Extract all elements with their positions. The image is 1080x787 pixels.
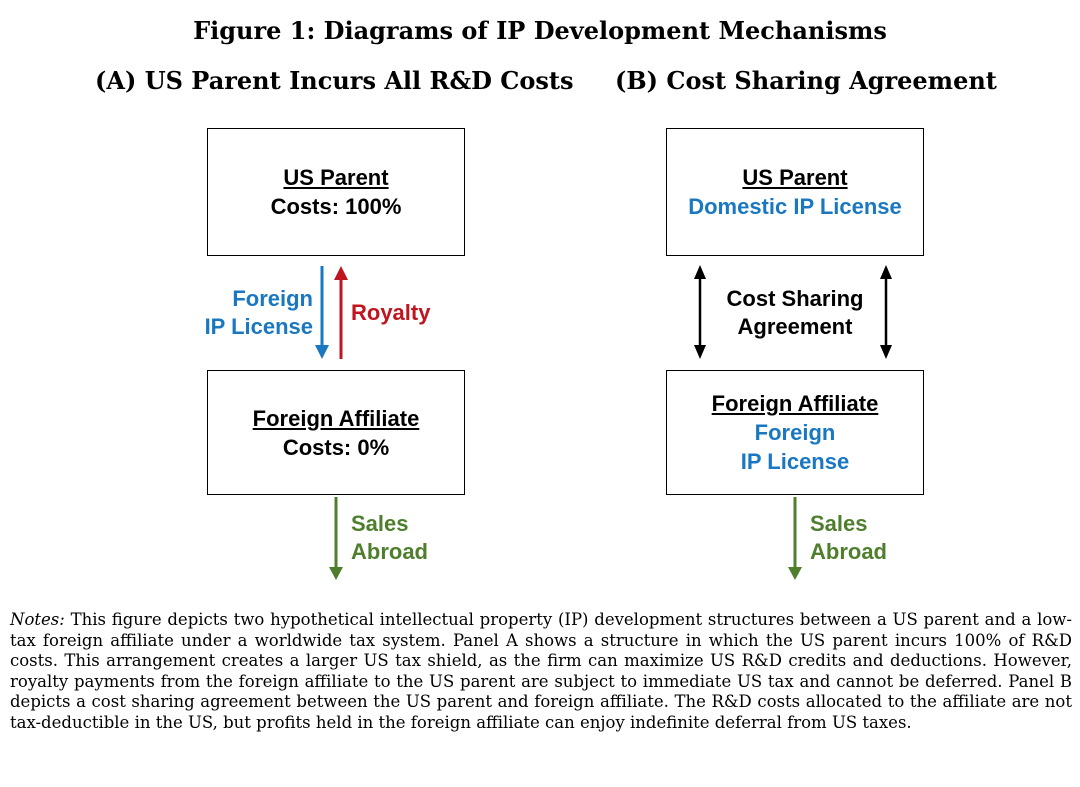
label-line: Foreign <box>232 286 313 311</box>
panel-a-foreign-affiliate-box: Foreign Affiliate Costs: 0% <box>207 370 465 495</box>
panel-b-title: (B) Cost Sharing Agreement <box>615 66 997 95</box>
foreign-ip-license-arrow-label: Foreign IP License <box>150 285 313 341</box>
label-line: Sales <box>351 511 409 536</box>
label-line: Abroad <box>810 539 887 564</box>
panel-b-us-parent-box: US Parent Domestic IP License <box>666 128 924 256</box>
label-line: Abroad <box>351 539 428 564</box>
figure-notes: Notes: This figure depicts two hypotheti… <box>10 610 1072 733</box>
notes-lead: Notes: <box>10 610 65 629</box>
panel-a-sales-label: Sales Abroad <box>351 510 428 566</box>
foreign-ip-license-arrow <box>315 266 329 359</box>
label-line: Agreement <box>737 314 853 339</box>
panel-b-foreign-affiliate-box: Foreign Affiliate Foreign IP License <box>666 370 924 495</box>
us-parent-label: US Parent <box>742 165 848 190</box>
label-line: Sales <box>810 511 868 536</box>
foreign-affiliate-label: Foreign Affiliate <box>711 391 879 416</box>
royalty-arrow-label: Royalty <box>351 300 431 325</box>
figure-title: Figure 1: Diagrams of IP Development Mec… <box>193 16 887 45</box>
cost-sharing-left-arrow <box>694 265 706 359</box>
foreign-ip-license-line-1: Foreign <box>754 420 836 445</box>
domestic-ip-license-label: Domestic IP License <box>688 194 902 219</box>
royalty-arrow <box>334 266 348 359</box>
foreign-ip-license-line-2: IP License <box>740 449 850 474</box>
costs-label: Costs: 0% <box>282 434 390 460</box>
foreign-affiliate-label: Foreign Affiliate <box>252 405 420 431</box>
panel-b-sales-arrow <box>788 497 802 580</box>
cost-sharing-agreement-label: Cost Sharing Agreement <box>707 285 883 341</box>
panel-a-sales-arrow <box>329 497 343 580</box>
panel-a-us-parent-box: US Parent Costs: 100% <box>207 128 465 256</box>
cost-sharing-right-arrow <box>880 265 892 359</box>
panel-a-title: (A) US Parent Incurs All R&D Costs <box>95 66 574 95</box>
notes-text: This figure depicts two hypothetical int… <box>10 610 1072 732</box>
costs-label: Costs: 100% <box>270 194 402 219</box>
label-line: Cost Sharing <box>726 286 864 311</box>
us-parent-label: US Parent <box>283 165 389 190</box>
label-line: IP License <box>204 314 313 339</box>
panel-b-sales-label: Sales Abroad <box>810 510 887 566</box>
